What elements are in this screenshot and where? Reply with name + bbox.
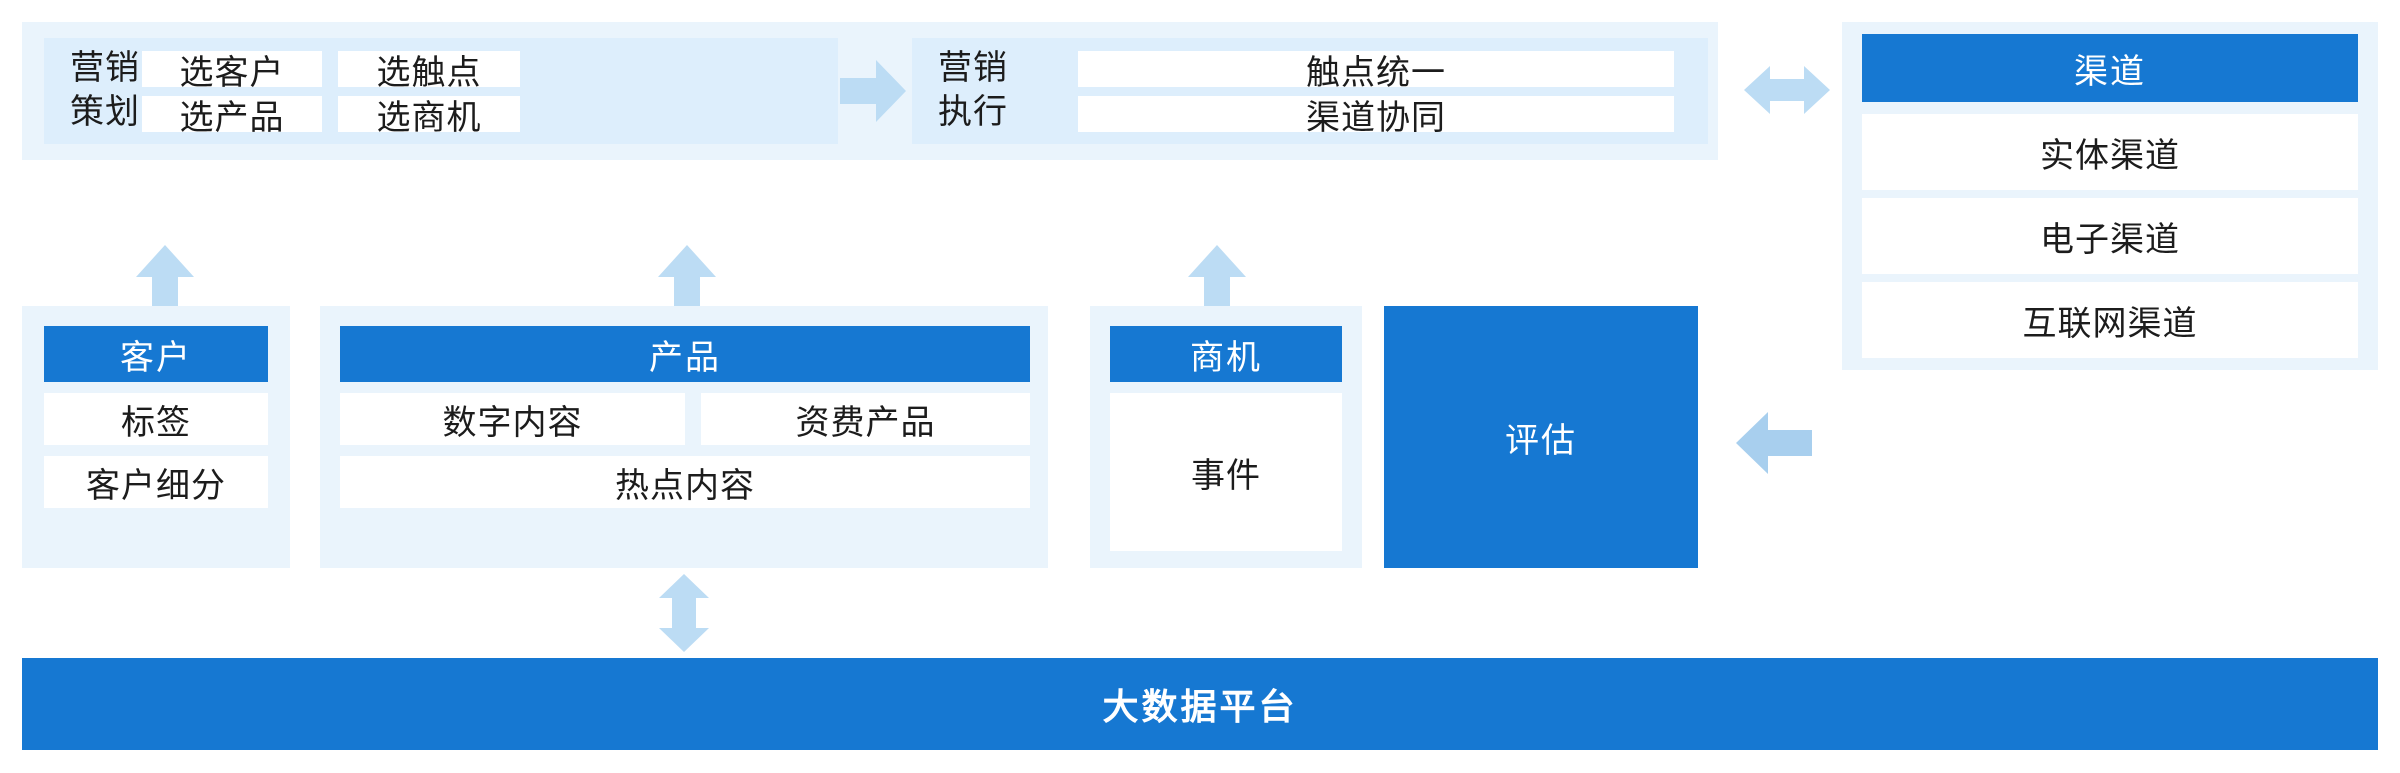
- channel-item-internet[interactable]: 互联网渠道: [1862, 282, 2358, 358]
- opportunity-header: 商机: [1110, 326, 1342, 382]
- arrow-execution-to-channel-icon: [1744, 62, 1830, 118]
- product-item-hot-content[interactable]: 热点内容: [340, 456, 1030, 508]
- evaluation-box[interactable]: 评估: [1384, 306, 1698, 568]
- planning-item-select-opportunity[interactable]: 选商机: [338, 96, 520, 137]
- marketing-planning-label: 营销 策划: [70, 49, 140, 131]
- arrow-channel-to-evaluation-icon: [1736, 412, 1812, 474]
- opportunity-item-event[interactable]: 事件: [1110, 393, 1342, 551]
- marketing-execution-label: 营销 执行: [938, 49, 1008, 131]
- execution-item-channel-collaboration[interactable]: 渠道协同: [1078, 96, 1674, 137]
- product-item-tariff-product[interactable]: 资费产品: [701, 393, 1030, 445]
- product-item-digital-content[interactable]: 数字内容: [340, 393, 685, 445]
- planning-item-select-product[interactable]: 选产品: [142, 96, 322, 137]
- customer-header: 客户: [44, 326, 268, 382]
- customer-item-segmentation[interactable]: 客户细分: [44, 456, 268, 508]
- planning-item-select-customer[interactable]: 选客户: [142, 51, 322, 92]
- big-data-platform-bar[interactable]: 大数据平台: [22, 658, 2378, 750]
- arrow-product-to-platform-icon: [655, 574, 713, 652]
- channel-item-physical[interactable]: 实体渠道: [1862, 114, 2358, 190]
- channel-header: 渠道: [1862, 34, 2358, 102]
- customer-item-tag[interactable]: 标签: [44, 393, 268, 445]
- arrow-planning-to-execution-icon: [840, 60, 906, 122]
- product-header: 产品: [340, 326, 1030, 382]
- arrow-opportunity-to-execution-icon: [1188, 245, 1246, 311]
- execution-item-touchpoint-unify[interactable]: 触点统一: [1078, 51, 1674, 92]
- channel-item-electronic[interactable]: 电子渠道: [1862, 198, 2358, 274]
- planning-item-select-touchpoint[interactable]: 选触点: [338, 51, 520, 92]
- arrow-customer-to-planning-icon: [136, 245, 194, 311]
- arrow-product-to-planning-icon: [658, 245, 716, 311]
